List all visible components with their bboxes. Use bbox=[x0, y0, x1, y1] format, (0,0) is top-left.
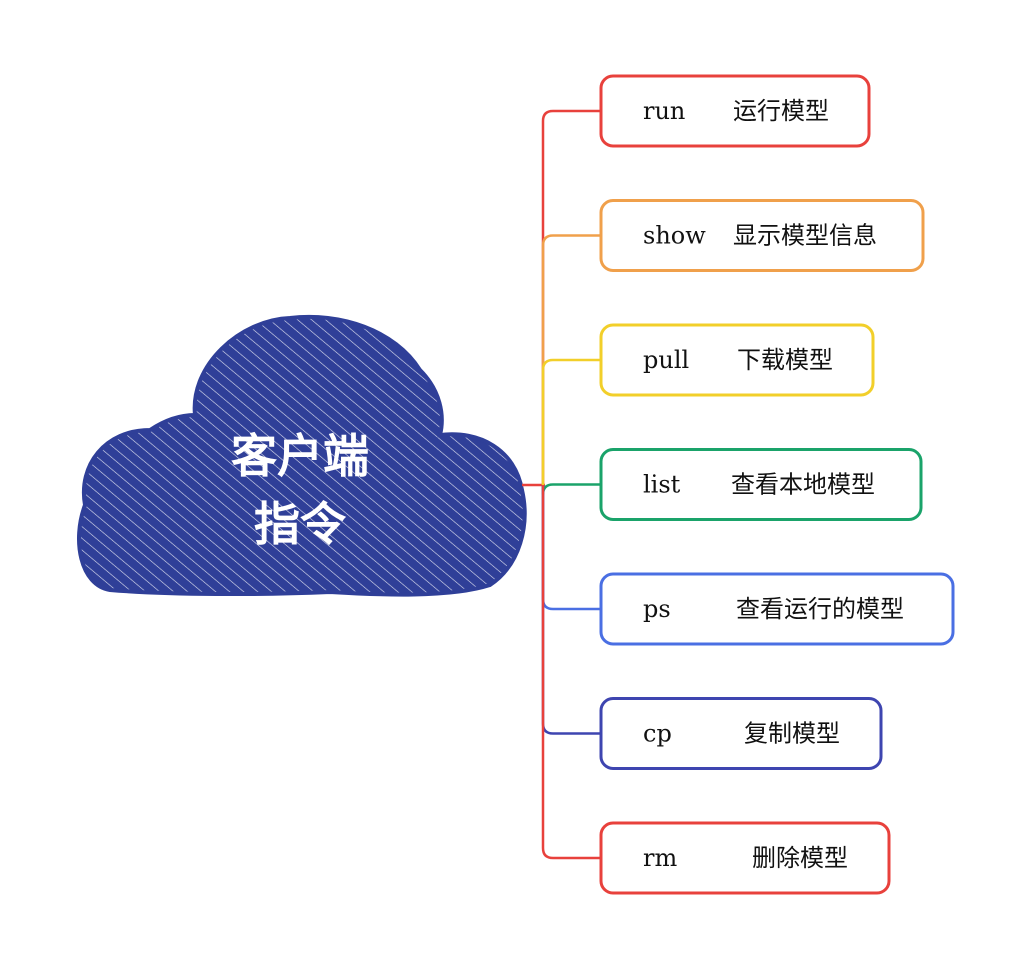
command-description: 运行模型 bbox=[733, 97, 829, 125]
command-description: 复制模型 bbox=[744, 720, 840, 748]
branch-group bbox=[541, 109, 601, 860]
branch-line-run bbox=[541, 109, 601, 485]
command-node-box bbox=[599, 74, 871, 148]
command-node-ps: ps 查看运行的模型 bbox=[599, 572, 955, 646]
branch-line-list bbox=[541, 483, 601, 495]
command-description: 显示模型信息 bbox=[733, 222, 877, 250]
command-name: cp bbox=[643, 720, 672, 748]
branch-line-rm bbox=[541, 485, 601, 860]
command-name: ps bbox=[643, 595, 671, 623]
branch-line-pull bbox=[541, 358, 601, 485]
command-node-box bbox=[599, 697, 883, 770]
command-node-list: list 查看本地模型 bbox=[599, 448, 923, 521]
command-node-rm: rm 删除模型 bbox=[599, 821, 891, 895]
command-node-cp: cp 复制模型 bbox=[599, 697, 883, 770]
command-node-run: run 运行模型 bbox=[599, 74, 871, 148]
root-cloud: 客户端 指令 bbox=[77, 314, 527, 597]
command-node-box bbox=[599, 448, 923, 521]
command-description: 删除模型 bbox=[752, 844, 848, 872]
command-description: 查看本地模型 bbox=[731, 471, 875, 499]
command-name: list bbox=[643, 471, 681, 499]
command-node-box bbox=[599, 821, 891, 895]
branch-line-show bbox=[541, 234, 601, 485]
command-node-group: run 运行模型 show 显示模型信息 pull 下载模型 list 查看本地模型 ps 查看运… bbox=[599, 74, 955, 895]
command-description: 下载模型 bbox=[737, 346, 833, 374]
command-node-box bbox=[599, 199, 925, 272]
command-name: run bbox=[643, 97, 685, 125]
command-node-show: show 显示模型信息 bbox=[599, 199, 925, 272]
command-description: 查看运行的模型 bbox=[736, 595, 904, 623]
root-title-line1: 客户端 bbox=[231, 429, 369, 483]
branch-line-ps bbox=[541, 485, 601, 611]
command-node-pull: pull 下载模型 bbox=[599, 323, 875, 397]
command-node-box bbox=[599, 323, 875, 397]
cloud-shape bbox=[77, 314, 527, 597]
command-name: pull bbox=[643, 346, 689, 374]
command-name: rm bbox=[643, 844, 677, 872]
command-name: show bbox=[643, 222, 706, 250]
root-title-line2: 指令 bbox=[254, 497, 347, 551]
command-node-box bbox=[599, 572, 955, 646]
